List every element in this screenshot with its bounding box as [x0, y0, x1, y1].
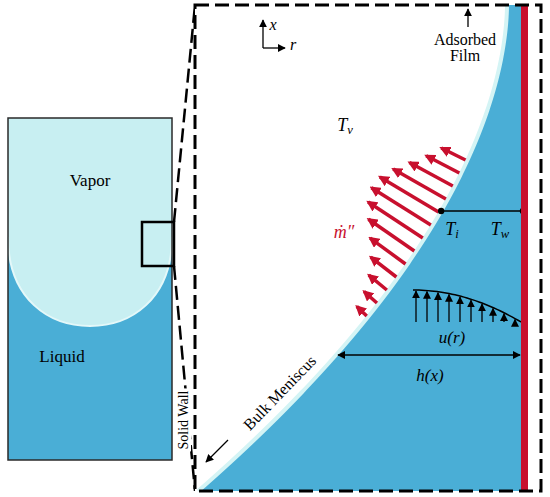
evaporation-arrow	[371, 257, 397, 277]
pointer-arrow	[467, 9, 468, 27]
velocity-arrow	[503, 314, 504, 322]
velocity-arrow	[459, 297, 460, 322]
evaporation-arrow	[364, 291, 377, 303]
velocity-arrow	[426, 292, 427, 322]
velocity-arrow	[492, 309, 493, 322]
wall-label: Solid Wall	[177, 389, 191, 452]
evaporation-arrow	[368, 219, 414, 251]
evaporation-arrow	[369, 275, 387, 290]
temperature-label: Ti	[445, 220, 459, 238]
thickness-label: h(x)	[416, 367, 443, 384]
velocity-profile	[413, 290, 521, 322]
liquid-region	[198, 5, 521, 491]
region-label: Vapor	[70, 172, 111, 189]
temperature-line	[441, 210, 523, 212]
velocity-arrow	[470, 300, 471, 322]
velocity-arrow	[481, 304, 482, 322]
zoom-panel-frame	[195, 5, 541, 491]
meniscus-line	[8, 237, 172, 326]
velocity-label: u(r)	[439, 329, 465, 346]
temperature-label: Tv	[337, 116, 353, 134]
evaporation-arrow	[368, 202, 423, 238]
evaporation-arrow	[380, 177, 439, 212]
velocity-arrow	[415, 291, 416, 322]
solid-wall	[521, 5, 528, 491]
thickness-arrow	[338, 354, 520, 355]
axis-label: x	[269, 17, 276, 33]
zoom-content	[198, 5, 526, 491]
zoom-box	[142, 222, 174, 266]
axis-arrow	[262, 20, 263, 48]
region-label: Liquid	[39, 348, 84, 365]
velocity-arrow	[437, 293, 438, 322]
evaporation-arrow	[426, 156, 459, 173]
evaporation-arrow	[393, 169, 446, 199]
evaporation-arrow	[441, 148, 465, 160]
flux-label: ṁ″	[334, 223, 355, 241]
axis-label: r	[290, 37, 296, 53]
pointer-arrow	[206, 440, 228, 462]
evaporation-arrow	[371, 188, 430, 225]
adsorbed-film-interface	[198, 5, 507, 491]
zoom-line	[174, 5, 195, 222]
zoom-line	[174, 266, 195, 491]
container-outline	[8, 118, 172, 460]
zoom-panel-ground	[195, 5, 541, 491]
temperature-label: Tw	[491, 220, 509, 238]
evaporation-arrow	[357, 306, 367, 316]
liquid-fill	[8, 118, 172, 460]
film-label: Adsorbed Film	[429, 32, 501, 64]
interface-point	[438, 208, 444, 214]
axis-arrow	[263, 47, 285, 48]
velocity-arrow	[514, 320, 515, 322]
velocity-arrow	[448, 295, 449, 322]
